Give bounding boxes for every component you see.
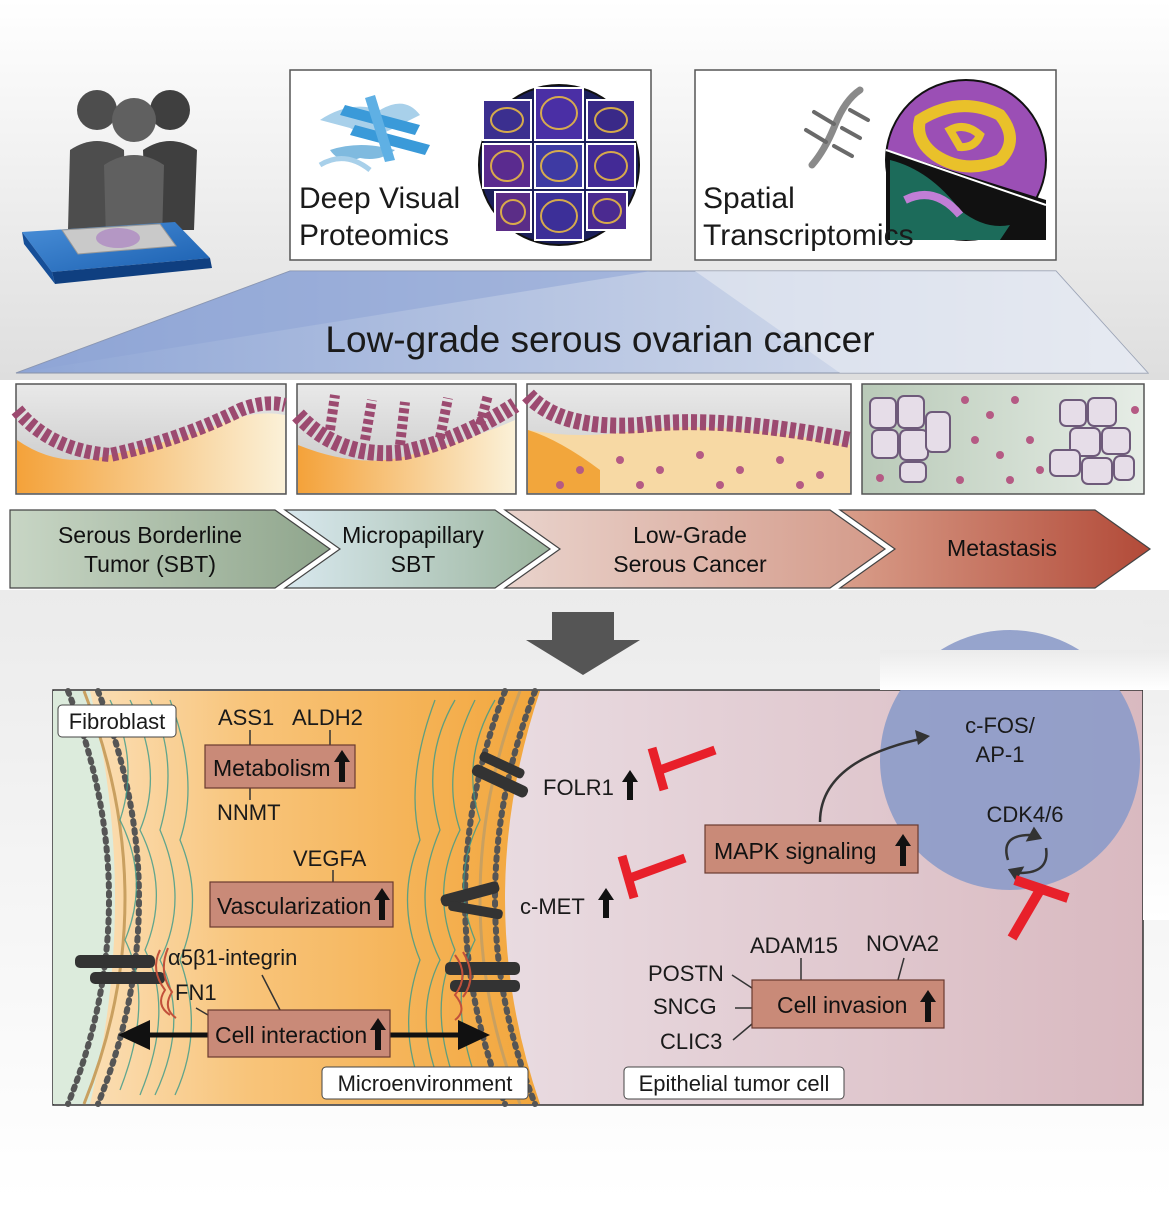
cell-imaging-circle [478, 84, 640, 246]
up-arrow-icon [374, 888, 390, 920]
cell-invasion-box: ADAM15 NOVA2 POSTN SNCG CLIC3 Cell invas… [648, 931, 945, 1054]
epithelial-label-box: Epithelial tumor cell [623, 1066, 845, 1100]
gene-fn1: FN1 [175, 980, 217, 1005]
stage-lgsc-line2: Serous Cancer [613, 551, 767, 577]
histology-panel-sbt [11, 383, 287, 495]
up-arrow-icon [920, 990, 936, 1022]
cdk-label: CDK4/6 [986, 802, 1063, 827]
spatial-tissue-circle [885, 79, 1047, 241]
transcriptomics-label-line2: Transcriptomics [703, 219, 914, 252]
nucleus [880, 630, 1140, 890]
up-arrow-icon [622, 770, 638, 800]
mapk-label: MAPK signaling [714, 838, 876, 864]
gene-vegfa: VEGFA [293, 846, 367, 871]
vascularization-label: Vascularization [217, 893, 371, 919]
fn1-fibers-icon [155, 947, 472, 1021]
folr1-group: FOLR1 [543, 745, 717, 800]
fibroblast-label: Fibroblast [69, 709, 166, 734]
folr1-label: FOLR1 [543, 775, 614, 800]
tissue-slide-icon [22, 222, 212, 284]
stage-micropapillary-line1: Micropapillary [342, 522, 484, 548]
stage-lgsc-line1: Low-Grade [633, 522, 747, 548]
up-arrow-icon [334, 750, 350, 782]
cfos-label-line1: c-FOS/ [965, 713, 1036, 738]
cancer-banner: Low-grade serous ovarian cancer [15, 270, 1150, 374]
fibroblast-label-box: Fibroblast [57, 704, 177, 738]
up-arrow-icon [598, 888, 614, 918]
cell-invasion-label: Cell invasion [777, 992, 907, 1018]
patients-icon [68, 90, 197, 240]
histology-panel-micropapillary [292, 383, 520, 495]
epithelial-label: Epithelial tumor cell [639, 1071, 830, 1096]
vascularization-box: Vascularization VEGFA [209, 846, 394, 928]
cfos-label-line2: AP-1 [976, 742, 1025, 767]
proteomics-label-line2: Proteomics [299, 219, 449, 252]
proteomics-panel: Deep Visual Proteomics [289, 69, 652, 261]
gene-aldh2: ALDH2 [292, 705, 363, 730]
metabolism-label: Metabolism [213, 755, 331, 781]
rna-strand-icon [804, 86, 870, 169]
stage-sbt-line2: Tumor (SBT) [84, 551, 216, 577]
folr1-receptor-icon [471, 751, 529, 798]
ecm-fibers [109, 699, 496, 1096]
gene-a5b1-integrin: α5β1-integrin [168, 945, 297, 970]
stage-micropapillary-line2: SBT [391, 551, 436, 577]
cmet-group: c-MET [520, 853, 687, 919]
proteomics-label-line1: Deep Visual [299, 182, 460, 215]
cmet-inhibitor-icon [617, 853, 687, 900]
mechanism-panel: Fibroblast Microenvironment Epithelial t… [52, 620, 1169, 1107]
transcriptomics-panel: Spatial Transcriptomics [694, 69, 1057, 261]
up-arrow-icon [370, 1018, 386, 1050]
gene-postn: POSTN [648, 961, 724, 986]
gene-sncg: SNCG [653, 994, 717, 1019]
histology-panel-metastasis [861, 383, 1145, 495]
stage-arrow-metastasis: Metastasis [838, 509, 1152, 589]
cycle-arrows-icon [1005, 826, 1048, 882]
fibroblast-membrane [65, 688, 142, 1107]
metabolism-box: Metabolism ASS1 ALDH2 NNMT [204, 705, 363, 825]
gene-nova2: NOVA2 [866, 931, 939, 956]
gene-adam15: ADAM15 [750, 933, 838, 958]
gene-ass1: ASS1 [218, 705, 274, 730]
cdk-inhibitor-icon [1007, 875, 1070, 941]
cmet-receptor-icon [440, 881, 503, 920]
up-arrow-icon [895, 834, 911, 866]
stage-arrow-sbt: Serous Borderline Tumor (SBT) [9, 509, 332, 589]
stage-arrow-lgsc: Low-Grade Serous Cancer [503, 509, 887, 589]
stage-sbt-line1: Serous Borderline [58, 522, 242, 548]
gene-clic3: CLIC3 [660, 1029, 722, 1054]
integrin-left-icon [75, 955, 165, 984]
cell-interaction-box: α5β1-integrin FN1 Cell interaction [168, 945, 391, 1058]
cell-interaction-label: Cell interaction [215, 1022, 367, 1048]
microenvironment-label: Microenvironment [338, 1071, 513, 1096]
stage-metastasis-label: Metastasis [947, 535, 1057, 561]
transcriptomics-label-line1: Spatial [703, 182, 795, 215]
cmet-label: c-MET [520, 894, 585, 919]
microenvironment-label-box: Microenvironment [321, 1066, 529, 1100]
protein-structure-icon [318, 95, 430, 172]
stage-arrow-micropapillary: Micropapillary SBT [283, 509, 552, 589]
histology-panel-lgsc [522, 383, 852, 495]
down-arrow-icon [526, 612, 640, 675]
banner-title: Low-grade serous ovarian cancer [325, 319, 874, 360]
folr1-inhibitor-icon [647, 745, 717, 792]
mapk-box: MAPK signaling [704, 730, 930, 874]
gene-nnmt: NNMT [217, 800, 281, 825]
mapk-to-cfos-arrow [818, 736, 926, 823]
